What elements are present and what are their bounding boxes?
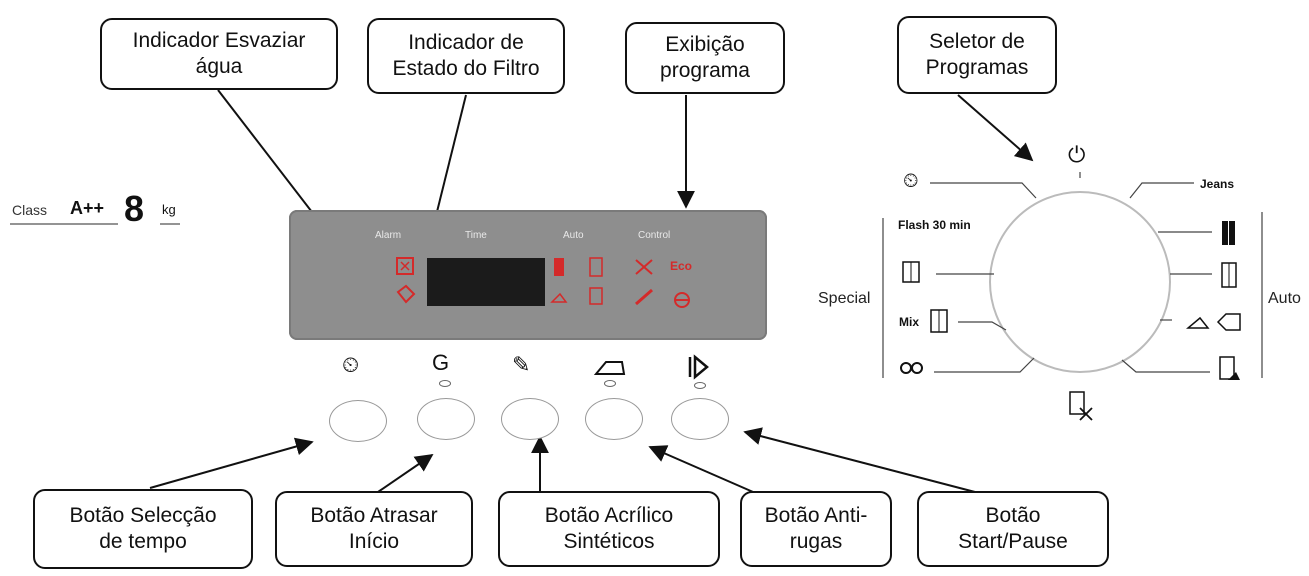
start-pause-button[interactable]	[671, 398, 729, 440]
acrylic-synthetic-button[interactable]	[501, 398, 559, 440]
clock-icon: ⏲	[342, 352, 360, 377]
feather-icon: ✎	[512, 352, 531, 377]
dial-wool-icon	[1219, 356, 1240, 380]
anti-wrinkle-button[interactable]	[585, 398, 643, 440]
callout-drain-indicator: Indicador Esvaziar água	[100, 18, 338, 90]
dial-jeans-icon	[1222, 221, 1235, 245]
capacity-value: 8	[124, 188, 145, 229]
dial-mix-icon	[930, 309, 948, 333]
class-value: A++	[70, 198, 105, 218]
delay-start-led	[439, 380, 451, 387]
dial-label-jeans: Jeans	[1200, 177, 1235, 191]
program-display-screen	[427, 258, 545, 306]
callout-time-select-button: Botão Selecção de tempo	[33, 489, 253, 569]
auto-program-icons	[550, 257, 603, 305]
arrow-time-select	[149, 437, 314, 489]
class-label: Class	[12, 202, 48, 218]
panel-label-control: Control	[638, 230, 671, 241]
arrow-delay-start	[377, 453, 434, 493]
callout-anti-wrinkle-button: Botão Anti- rugas	[740, 491, 892, 567]
arrow-anti-wrinkle	[648, 445, 761, 496]
time-select-button[interactable]	[329, 400, 387, 442]
dial-synthetic-icon	[1186, 313, 1241, 331]
dial-shoes-icon	[900, 362, 923, 374]
start-pause-led	[694, 382, 706, 389]
dial-special-shirt-icon	[902, 261, 920, 283]
panel-label-auto: Auto	[563, 230, 584, 241]
dial-cotton-icon	[1221, 262, 1237, 288]
dial-label-flash: Flash 30 min	[898, 218, 971, 232]
delay-start-button[interactable]	[417, 398, 475, 440]
power-icon: ⏻	[1068, 142, 1086, 167]
capacity-unit: kg	[162, 202, 176, 217]
arrow-start-pause	[743, 427, 976, 493]
filter-indicator-icon	[396, 257, 416, 304]
dial-spin-icon	[1069, 391, 1093, 421]
iron-icon	[593, 361, 626, 375]
dial-timer-icon: ⏲	[903, 170, 919, 192]
callout-program-display: Exibição programa	[625, 22, 785, 94]
eco-indicator: Eco	[670, 259, 693, 273]
anti-wrinkle-led	[604, 380, 616, 387]
callout-program-selector: Seletor de Programas	[897, 16, 1057, 94]
dial-group-auto: Auto	[1268, 290, 1301, 307]
control-icons-left	[635, 259, 653, 306]
callout-start-pause-button: Botão Start/Pause	[917, 491, 1109, 567]
panel-label-time: Time	[465, 230, 487, 241]
control-icon-right	[674, 292, 690, 308]
delay-start-icon: G	[432, 350, 450, 375]
callout-filter-indicator: Indicador de Estado do Filtro	[367, 18, 565, 94]
dial-label-mix: Mix	[899, 315, 920, 329]
dial-group-special: Special	[818, 290, 871, 307]
program-dial	[989, 191, 1171, 373]
callout-acrylic-synthetic-button: Botão Acrílico Sintéticos	[498, 491, 720, 567]
arrow-selector	[957, 94, 1034, 162]
start-pause-icon	[688, 354, 709, 380]
panel-label-alarm: Alarm	[375, 230, 402, 241]
callout-delay-start-button: Botão Atrasar Início	[275, 491, 473, 567]
